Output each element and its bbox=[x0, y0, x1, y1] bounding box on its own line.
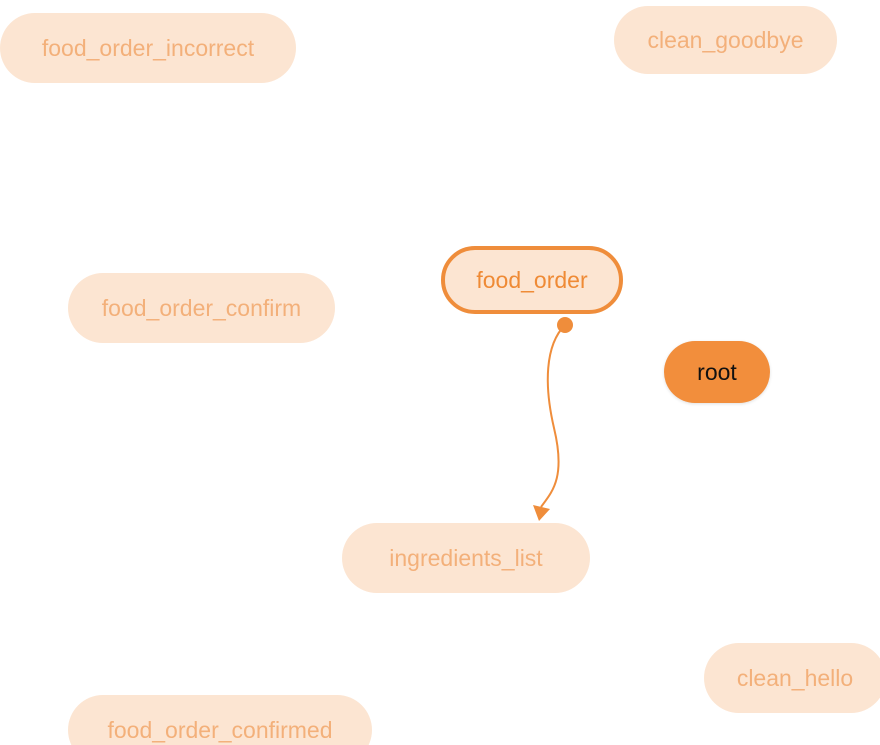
node-food-order-confirm[interactable]: food_order_confirm bbox=[68, 273, 335, 343]
node-clean-goodbye[interactable]: clean_goodbye bbox=[614, 6, 837, 74]
node-clean-hello[interactable]: clean_hello bbox=[704, 643, 880, 713]
edge-connector-line[interactable] bbox=[540, 324, 566, 508]
node-label: food_order_confirmed bbox=[107, 716, 333, 743]
node-food-order-confirmed[interactable]: food_order_confirmed bbox=[68, 695, 372, 745]
edge-food-order-to-ingredients-list[interactable] bbox=[533, 317, 573, 521]
node-label: clean_goodbye bbox=[647, 26, 804, 53]
node-label: food_order bbox=[476, 266, 588, 293]
node-ingredients-list[interactable]: ingredients_list bbox=[342, 523, 590, 593]
node-label: clean_hello bbox=[736, 664, 854, 691]
node-label: root bbox=[697, 358, 737, 385]
node-root[interactable]: root bbox=[664, 341, 770, 403]
node-food-order-incorrect[interactable]: food_order_incorrect bbox=[0, 13, 296, 83]
node-label: ingredients_list bbox=[389, 544, 543, 571]
edge-arrowhead bbox=[533, 505, 550, 521]
node-label: food_order_confirm bbox=[101, 294, 302, 321]
node-label: food_order_incorrect bbox=[41, 34, 255, 61]
node-food-order[interactable]: food_order bbox=[441, 246, 623, 314]
